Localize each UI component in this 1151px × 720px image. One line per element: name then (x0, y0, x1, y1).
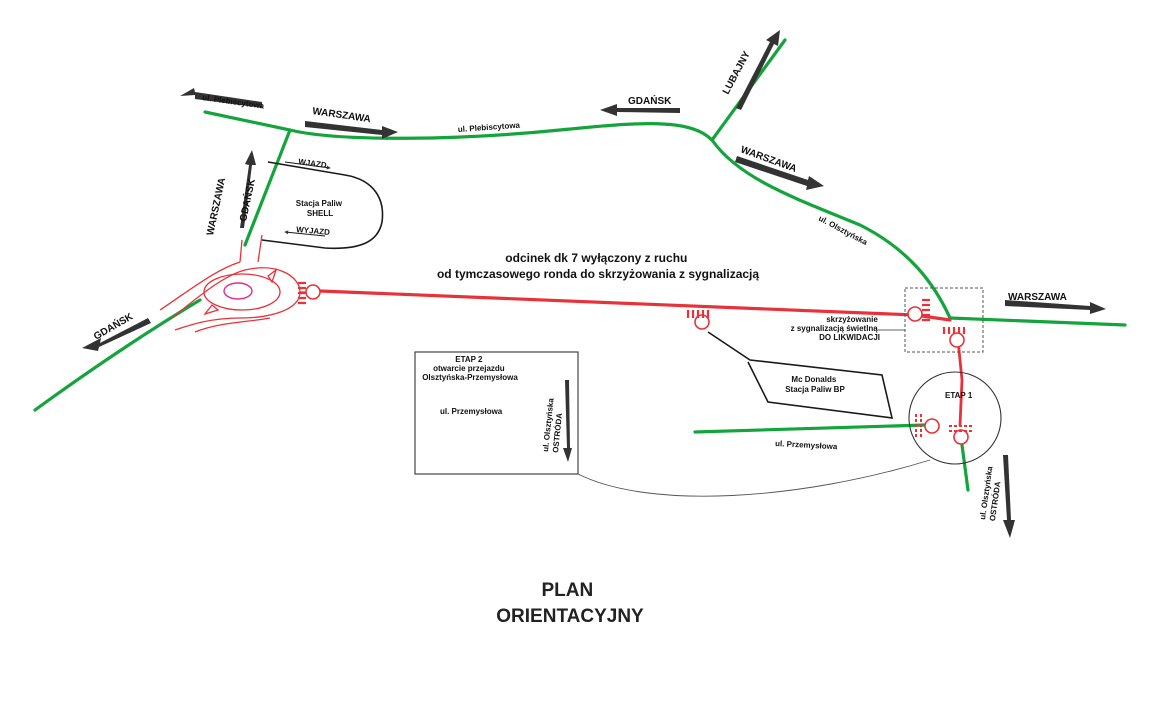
roundabout-outer-2 (159, 261, 241, 311)
etap1-area (908, 371, 1002, 465)
traffic-signals (298, 281, 973, 445)
etap2-street-ostroda: ul. Olsztyńska OSTRÓDA (541, 396, 566, 454)
road-przemyslowa (693, 423, 927, 434)
roundabout-splitter-2 (267, 268, 278, 284)
signal-etap1-west (915, 414, 940, 438)
closed-section-note: odcinek dk 7 wyłączony z ruchu od tymcza… (437, 251, 759, 281)
etap2-leader (577, 459, 931, 497)
street-olsztynska-ostroda: ul. Olsztyńska OSTRÓDA (978, 464, 1005, 522)
shell-entry-arrow (284, 161, 331, 170)
signal-etap1-south (949, 425, 973, 445)
road-plebiscytowa (203, 110, 714, 142)
dir-warszawa-east: WARSZAWA (1008, 292, 1067, 303)
road-warszawa-east (948, 316, 1127, 327)
street-plebiscytowa-mid: ul. Plebiscytowa (458, 121, 521, 134)
dir-warszawa-top: WARSZAWA (312, 106, 372, 125)
signal-junction-west (907, 298, 930, 322)
junction-note: skrzyżowanie z sygnalizacją świetlną DO … (791, 315, 880, 342)
etap1-label: ETAP 1 (945, 391, 973, 400)
signal-junction-south (942, 327, 966, 348)
etap2-label: ETAP 2 otwarcie przejazdu Olsztyńska-Prz… (422, 355, 518, 382)
road-olsztynska-ostroda (960, 443, 970, 492)
roundabout-approach-4 (194, 317, 271, 333)
bp-label: Mc Donalds Stacja Paliw BP (785, 375, 845, 394)
dir-gdansk-top: GDAŃSK (628, 94, 672, 107)
road-connector-etap1 (956, 338, 964, 427)
road-dk7-closed (318, 289, 917, 317)
direction-arrows (82, 30, 1106, 538)
arrow-gdansk-sw (82, 318, 151, 351)
temporary-roundabout (159, 234, 318, 333)
road-gdansk-south (33, 298, 202, 412)
arrow-ostroda-s (1003, 455, 1015, 538)
bp-outline (707, 331, 894, 419)
station-shell (261, 161, 384, 250)
etap2-street-przemyslowa: ul. Przemysłowa (440, 407, 503, 416)
labels: ul. Plebiscytowa ul. Plebiscytowa WARSZA… (91, 49, 1067, 627)
arrow-lubajny-ne (736, 30, 780, 110)
roundabout-island (223, 282, 253, 300)
signal-mcdonalds (686, 310, 710, 330)
arrow-warszawa-east (1005, 300, 1106, 314)
dir-warszawa-left: WARSZAWA (205, 177, 228, 237)
roundabout-approach-1 (239, 239, 243, 263)
signal-roundabout (298, 281, 321, 305)
road-gdansk-north (243, 128, 292, 247)
arrow-warszawa-e (305, 121, 398, 139)
map-title: PLAN ORIENTACYJNY (496, 580, 644, 627)
arrow-gdansk-vert (240, 150, 256, 228)
roundabout-ring (203, 273, 281, 311)
road-olsztynska-north (710, 138, 952, 320)
arrow-inset-ostroda (563, 380, 572, 462)
station-bp (707, 331, 894, 419)
etap2-inset-frame (414, 351, 579, 475)
shell-name: Stacja Paliw SHELL (296, 199, 344, 218)
shell-exit-arrow (284, 230, 326, 237)
street-przemyslowa: ul. Przemysłowa (775, 439, 838, 451)
arrow-plebiscytowa-w (180, 88, 262, 108)
open-roads (33, 38, 1127, 492)
shell-exit-label: WYJAZD (296, 225, 331, 237)
roundabout-splitter-1 (203, 304, 220, 316)
street-plebiscytowa-top: ul. Plebiscytowa (202, 93, 265, 111)
arrow-gdansk-w (600, 104, 680, 116)
shell-entry-label: WJAZD (298, 157, 328, 170)
roundabout-approach-2 (257, 234, 263, 263)
junction-frame (904, 287, 984, 353)
arrow-warszawa-se (735, 156, 824, 190)
shell-outline (261, 161, 384, 250)
